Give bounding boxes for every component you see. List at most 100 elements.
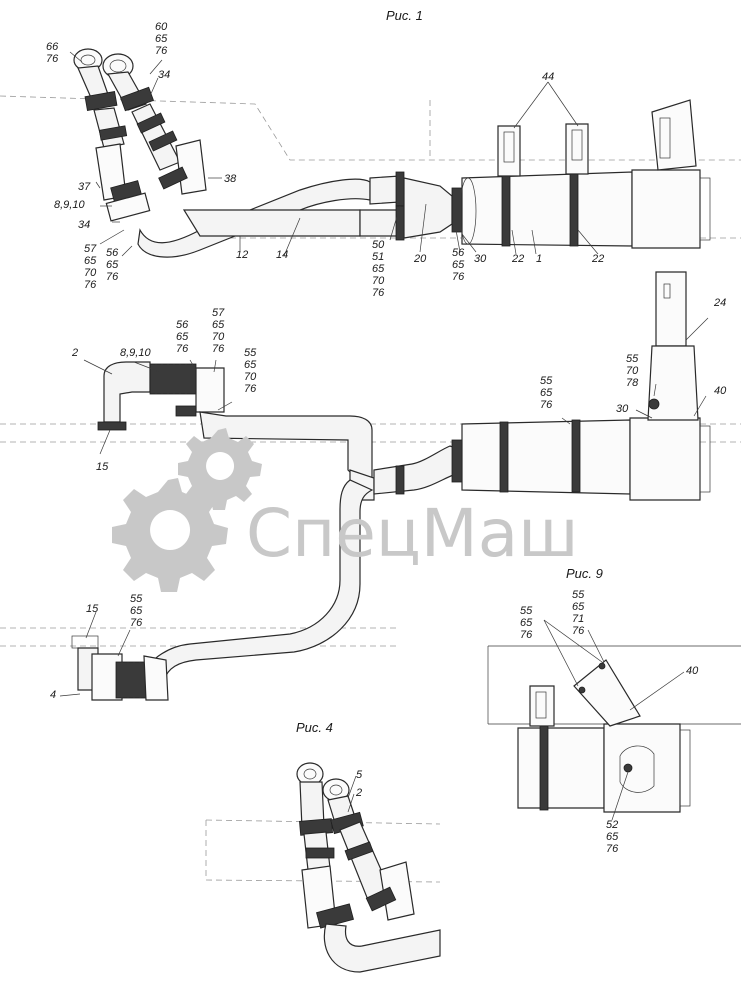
callout-number: 1 [536, 253, 542, 265]
callout-b-40: 40 [714, 385, 727, 397]
callout-number: 76 [46, 53, 59, 65]
callout-number: 76 [244, 383, 257, 395]
callout-a-22-left: 22 [511, 253, 524, 265]
callout-number: 14 [276, 249, 288, 261]
callout-number: 70 [212, 331, 225, 343]
callout-a-37: 37 [78, 181, 91, 193]
callout-number: 38 [224, 173, 237, 185]
callout-number: 71 [572, 613, 584, 625]
callout-number: 70 [372, 275, 385, 287]
callout-number: 8,9,10 [54, 199, 85, 211]
callout-number: 55 [572, 589, 585, 601]
callout-number: 52 [606, 819, 618, 831]
callout-a-12: 12 [236, 249, 248, 261]
callout-c-4: 4 [50, 689, 56, 701]
callout-number: 65 [84, 255, 97, 267]
callout-number: 65 [244, 359, 257, 371]
callout-number: 76 [176, 343, 189, 355]
callout-number: 8,9,10 [120, 347, 151, 359]
watermark-text: СпецМаш [246, 495, 579, 572]
callout-number: 4 [50, 689, 56, 701]
callout-number: 66 [46, 41, 59, 53]
callout-number: 57 [84, 243, 97, 255]
callout-labels: 667660657634378,9,1034576570765665763812… [46, 21, 727, 855]
callout-b-8910: 8,9,10 [120, 347, 151, 359]
callout-number: 30 [474, 253, 487, 265]
figure-1-title: Рис. 1 [386, 8, 423, 23]
callout-number: 65 [155, 33, 168, 45]
figure-4-drawing [205, 762, 441, 973]
callout-a-1: 1 [536, 253, 542, 265]
callout-number: 70 [626, 365, 639, 377]
callout-number: 5 [356, 769, 363, 781]
callout-number: 65 [572, 601, 585, 613]
callout-number: 56 [176, 319, 189, 331]
callout-a-8910-top: 8,9,10 [54, 199, 85, 211]
callout-number: 40 [714, 385, 727, 397]
figure-4-title: Рис. 4 [296, 720, 333, 735]
figure-1-drawing [0, 48, 741, 258]
callout-number: 55 [626, 353, 639, 365]
callout-number: 22 [591, 253, 604, 265]
callout-number: 60 [155, 21, 168, 33]
callout-b-15: 15 [96, 461, 109, 473]
callout-number: 50 [372, 239, 385, 251]
callout-number: 56 [452, 247, 465, 259]
callout-number: 76 [372, 287, 385, 299]
callout-a-30-top: 30 [474, 253, 487, 265]
callout-number: 20 [413, 253, 427, 265]
callout-number: 65 [452, 259, 465, 271]
callout-number: 65 [606, 831, 619, 843]
callout-number: 76 [212, 343, 225, 355]
callout-a-34-left: 34 [78, 219, 90, 231]
figure-9-drawing [487, 619, 741, 821]
callout-number: 65 [106, 259, 119, 271]
callout-number: 78 [626, 377, 639, 389]
callout-number: 15 [86, 603, 99, 615]
callout-number: 44 [542, 71, 554, 83]
callout-a-20: 20 [413, 253, 427, 265]
callout-number: 76 [452, 271, 465, 283]
callout-number: 34 [158, 69, 170, 81]
callout-e-40: 40 [686, 665, 699, 677]
callout-number: 65 [372, 263, 385, 275]
callout-number: 40 [686, 665, 699, 677]
callout-d-5: 5 [356, 769, 363, 781]
callout-number: 2 [71, 347, 78, 359]
callout-number: 65 [520, 617, 533, 629]
callout-number: 55 [540, 375, 553, 387]
callout-number: 56 [106, 247, 119, 259]
callout-a-44: 44 [542, 71, 554, 83]
callout-number: 76 [572, 625, 585, 637]
gear-icon [112, 428, 262, 592]
callout-number: 70 [244, 371, 257, 383]
callout-number: 76 [520, 629, 533, 641]
callout-number: 55 [520, 605, 533, 617]
callout-number: 24 [713, 297, 726, 309]
callout-b-2: 2 [71, 347, 78, 359]
callout-number: 30 [616, 403, 629, 415]
callout-number: 15 [96, 461, 109, 473]
callout-number: 76 [106, 271, 119, 283]
callout-number: 65 [130, 605, 143, 617]
callout-number: 76 [606, 843, 619, 855]
callout-number: 57 [212, 307, 225, 319]
callout-number: 76 [84, 279, 97, 291]
figure-9-title: Рис. 9 [566, 566, 603, 581]
callout-number: 70 [84, 267, 97, 279]
callout-number: 65 [176, 331, 189, 343]
callout-number: 2 [355, 787, 362, 799]
